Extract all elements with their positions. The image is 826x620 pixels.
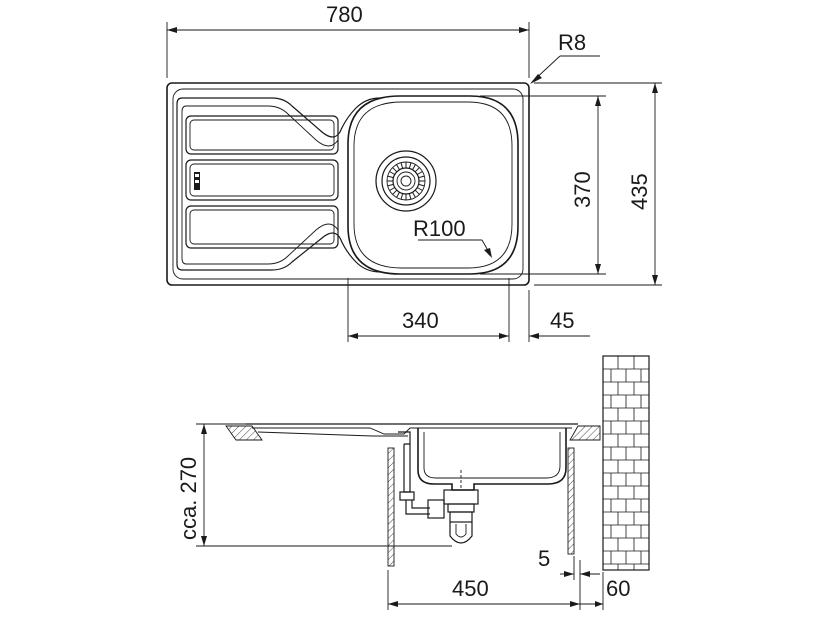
sink-bowl — [347, 95, 519, 275]
cabinet-side-left — [387, 447, 395, 567]
install-depth-label: cca. 270 — [176, 457, 201, 540]
siphon-trap — [405, 470, 479, 544]
countertop-right — [569, 425, 601, 441]
overall-depth-label: 435 — [627, 173, 652, 210]
brick-wall — [602, 355, 650, 571]
corner-radius-label: R8 — [558, 30, 586, 55]
cabinet-side-right — [567, 447, 575, 555]
bowl-width-label: 340 — [402, 308, 439, 333]
bowl-profile — [417, 428, 567, 491]
drain-strainer — [375, 150, 437, 212]
cabinet-width-label: 450 — [452, 576, 489, 601]
bowl-radius-label: R100 — [413, 216, 466, 241]
drainer-ribs — [185, 115, 339, 249]
section-view: cca. 270 5 450 60 — [176, 355, 650, 610]
gap-label: 5 — [538, 546, 550, 571]
overall-width-label: 780 — [326, 2, 363, 27]
drainer-board — [176, 97, 381, 273]
edge-offset-label: 45 — [550, 308, 574, 333]
wall-offset-label: 60 — [606, 576, 630, 601]
top-view: R100 780 R8 370 435 — [166, 2, 662, 342]
countertop-left — [225, 425, 263, 441]
bowl-depth-label: 370 — [570, 171, 595, 208]
